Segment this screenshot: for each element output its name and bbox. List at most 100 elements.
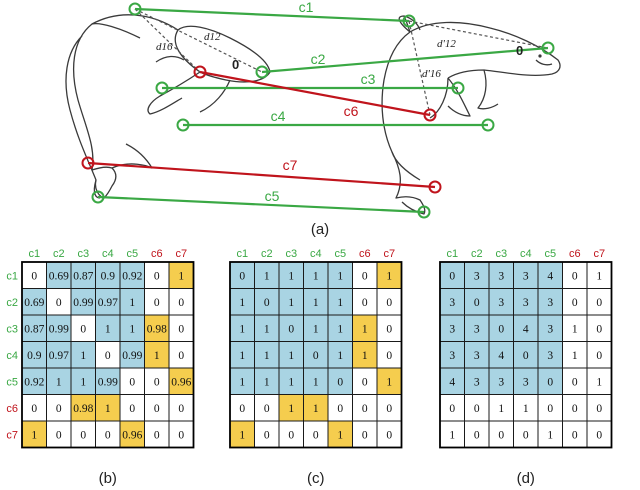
caption-a: (a) (311, 221, 329, 238)
matrix-cell-value: 0 (474, 297, 480, 309)
matrix-cell-value: 1 (178, 270, 184, 282)
matrix-cell (488, 367, 514, 395)
matrix-border (21, 261, 195, 449)
matrix-cell-value: 0 (154, 270, 160, 282)
left-eye-mark: 0 (232, 57, 239, 72)
matrix-cell (586, 394, 612, 422)
matrix-cell-value: 0.98 (147, 323, 167, 335)
matrix-cell-value: 1 (154, 350, 160, 362)
column-header-c3: c3 (495, 248, 507, 260)
correspondence-label-c2: c2 (311, 51, 326, 67)
matrix-cell-value: 0 (178, 403, 184, 415)
matrix-cell (586, 261, 612, 289)
matrix-cell-value: 0 (337, 403, 343, 415)
row-header-c1: c1 (6, 270, 18, 282)
matrix-cell-value: 0.87 (73, 270, 93, 282)
matrix-cell (229, 288, 255, 316)
matrix-cell-value: 1 (386, 270, 392, 282)
matrix-cell-value: 0 (523, 350, 529, 362)
matrix-cell-value: 0 (474, 403, 480, 415)
correspondence-line-c6 (199, 70, 431, 117)
keypoint-c1-right (402, 14, 416, 28)
matrix-cell-value: 0 (474, 429, 480, 441)
matrix-cell (327, 314, 353, 342)
matrix-cell (70, 367, 96, 395)
keypoint-c3-right (451, 81, 465, 95)
matrix-cell (488, 288, 514, 316)
matrix-cell-value: 0.96 (171, 376, 191, 388)
matrix-cell-value: 3 (498, 376, 504, 388)
matrix-cell-value: 3 (547, 323, 553, 335)
matrix-cell-value: 0 (449, 270, 455, 282)
matrix-cell-value: 1 (547, 429, 553, 441)
column-header-c2: c2 (53, 248, 65, 260)
matrix-cell-value: 0 (572, 376, 578, 388)
matrix-cell-value: 0 (105, 429, 111, 441)
keypoint-c6-right (423, 108, 437, 122)
matrix-cell (70, 314, 96, 342)
matrix-cell-value: 0.96 (122, 429, 142, 441)
matrix-cell-value: 1 (80, 350, 86, 362)
matrix-cell-value: 0 (386, 429, 392, 441)
matrix-cell (327, 420, 353, 448)
matrix-cell-value: 0 (362, 429, 368, 441)
matrix-cell-value: 0.99 (98, 376, 118, 388)
matrix-cell-value: 1 (313, 376, 319, 388)
matrix-cell (586, 341, 612, 369)
matrix-cell-value: 1 (386, 376, 392, 388)
caption-d: (d) (517, 470, 535, 487)
matrix-cell (46, 420, 72, 448)
matrix-cell-value: 1 (129, 323, 135, 335)
matrix-cell (144, 341, 170, 369)
matrix-cell-value: 3 (474, 376, 480, 388)
matrix-cell-value: 3 (498, 297, 504, 309)
matrix-cell (144, 394, 170, 422)
matrix-cell-value: 3 (449, 297, 455, 309)
matrix-cell-value: 0 (313, 429, 319, 441)
keypoint-c3-left (155, 81, 169, 95)
column-header-c5: c5 (126, 248, 138, 260)
matrix-cell (254, 420, 280, 448)
distance-label-right-12: d'12 (437, 38, 456, 50)
matrix-cell-value: 1 (596, 376, 602, 388)
matrix-cell-value: 0 (178, 350, 184, 362)
matrix-cell-value: 1 (337, 297, 343, 309)
column-header-c6: c6 (151, 248, 163, 260)
matrix-cell-value: 0.99 (49, 323, 69, 335)
matrix-cell-value: 1 (337, 323, 343, 335)
matrix-cell (21, 420, 47, 448)
distance-lines (134, 8, 549, 116)
matrix-cell-value: 1 (56, 376, 62, 388)
matrix-cell-value: 0 (264, 297, 270, 309)
matrix-cell-value: 0 (449, 403, 455, 415)
column-header-c1: c1 (236, 248, 248, 260)
column-header-c3: c3 (285, 248, 297, 260)
matrix-cell-value: 0 (572, 270, 578, 282)
matrix-cell-value: 1 (264, 376, 270, 388)
matrix-cell-value: 0.97 (98, 297, 118, 309)
matrix-cell-value: 3 (523, 270, 529, 282)
matrix-cell (119, 261, 145, 289)
matrix-cell (376, 314, 402, 342)
matrix-cell-value: 1 (239, 350, 245, 362)
matrix-cell-value: 3 (547, 297, 553, 309)
matrix-cell (21, 288, 47, 316)
matrix-cell (537, 314, 563, 342)
matrix-cell-value: 0 (596, 297, 602, 309)
column-header-c1: c1 (446, 248, 458, 260)
matrix-cell-value: 0 (154, 297, 160, 309)
row-header-c3: c3 (6, 323, 18, 335)
matrix-cell-value: 1 (362, 323, 368, 335)
column-header-c6: c6 (569, 248, 581, 260)
correspondence-line-c1 (134, 7, 410, 23)
matrix-cell (488, 394, 514, 422)
column-header-c5: c5 (334, 248, 346, 260)
matrix-cell-value: 3 (449, 323, 455, 335)
matrix-cell (119, 314, 145, 342)
correspondence-label-c7: c7 (283, 157, 298, 173)
matrix-cell-value: 0 (362, 270, 368, 282)
matrix-cell-value: 3 (547, 350, 553, 362)
matrix-cell-value: 1 (288, 297, 294, 309)
